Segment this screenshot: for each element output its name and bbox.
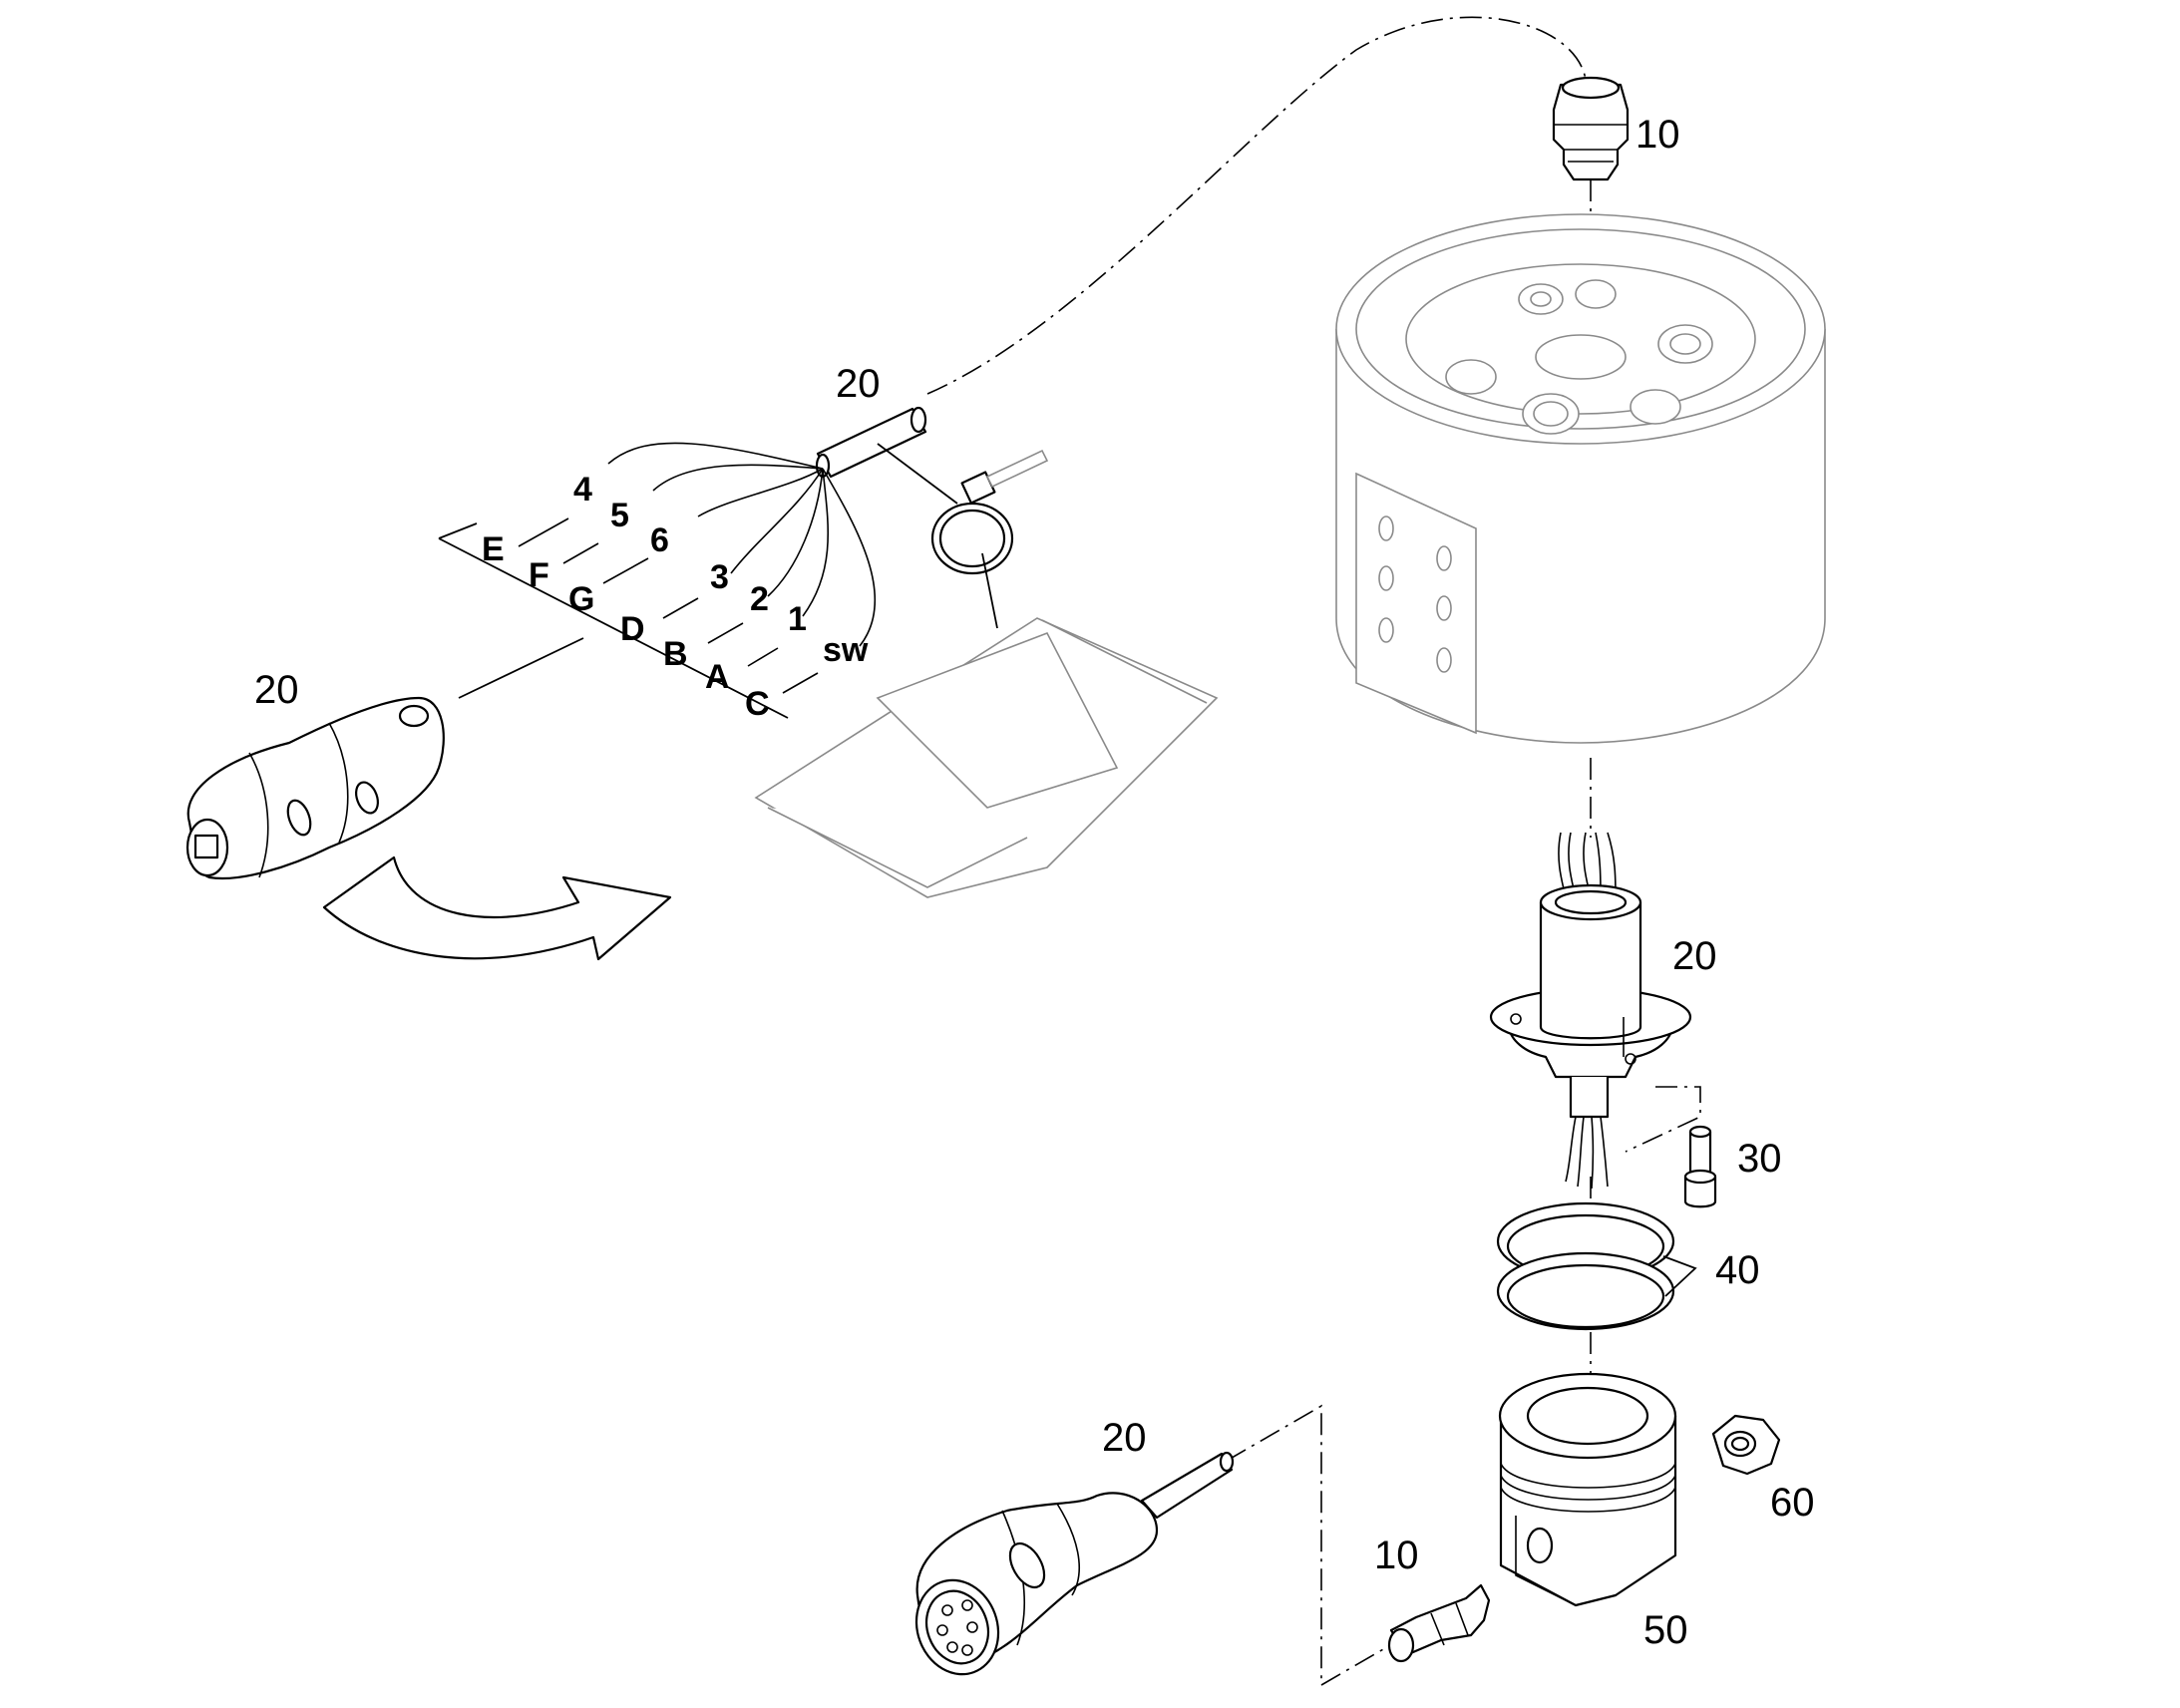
wire-diagram	[438, 442, 877, 719]
pin-label-D: D	[620, 610, 645, 648]
bottom-connector-plug	[914, 1451, 1235, 1676]
pin-label-E: E	[482, 530, 505, 568]
top-fitting-10	[1552, 76, 1630, 181]
plug-fitting-60	[1711, 1414, 1781, 1476]
callout-orings: 40	[1715, 1248, 1760, 1292]
callout-plug-fitting: 60	[1770, 1481, 1815, 1525]
wire-label-5: 5	[610, 497, 629, 534]
wire-label-sw: sw	[823, 631, 869, 669]
screw-30	[1683, 1125, 1717, 1208]
main-body-cylinder	[1335, 213, 1826, 744]
parts-bag	[754, 617, 1219, 898]
pin-label-G: G	[568, 580, 594, 618]
pin-label-F: F	[529, 556, 549, 594]
callout-bottom-fitting: 10	[1374, 1534, 1419, 1577]
callout-top-fitting: 10	[1635, 113, 1680, 157]
wire-label-3: 3	[710, 558, 729, 596]
callout-screw: 30	[1737, 1137, 1782, 1181]
wire-label-4: 4	[573, 471, 592, 509]
cable-tie	[930, 449, 1049, 629]
callout-sensor: 20	[1672, 934, 1717, 978]
pin-label-A: A	[705, 658, 730, 696]
callout-housing: 50	[1643, 1608, 1688, 1652]
pin-label-B: B	[663, 635, 688, 673]
sensor-element	[1489, 832, 1692, 1190]
callout-plug-left: 20	[254, 668, 299, 712]
pin-label-C: C	[745, 685, 770, 723]
wire-label-2: 2	[750, 580, 769, 618]
o-rings-40	[1496, 1201, 1697, 1331]
callout-cable-bottom: 20	[1102, 1416, 1147, 1460]
bottom-fitting-10	[1387, 1583, 1491, 1663]
left-plug-connector	[185, 696, 445, 880]
curved-arrow	[322, 855, 672, 961]
housing-50	[1498, 1372, 1677, 1607]
wire-label-1: 1	[788, 600, 807, 638]
callout-cable-top: 20	[836, 362, 881, 406]
cable-top	[815, 406, 958, 505]
wire-label-6: 6	[650, 521, 669, 559]
